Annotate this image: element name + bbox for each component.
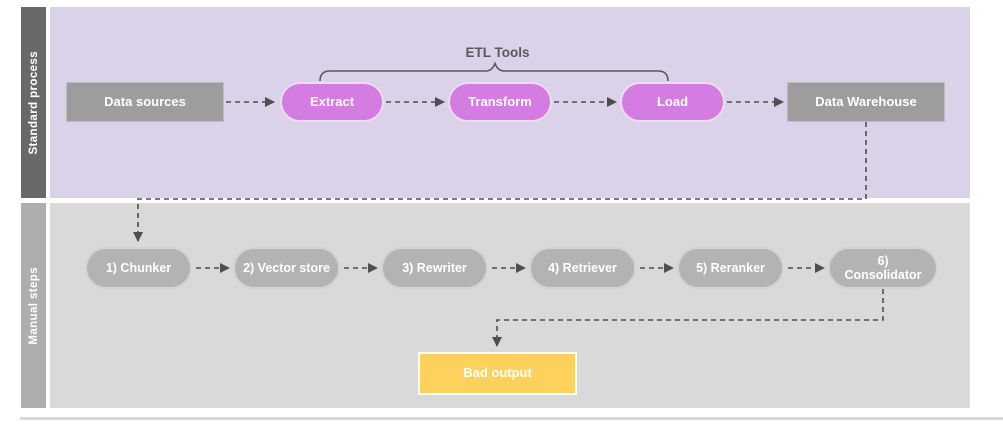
bottom-divider-line — [20, 417, 1003, 420]
node-label: 6) Consolidator — [844, 253, 922, 282]
node-label: 4) Retriever — [548, 260, 617, 275]
node-load: Load — [620, 82, 725, 122]
node-extract: Extract — [280, 82, 384, 122]
node-retriever: 4) Retriever — [529, 247, 636, 289]
node-transform: Transform — [448, 82, 552, 122]
node-reranker: 5) Reranker — [677, 247, 784, 289]
lane-label-text: Standard process — [27, 50, 40, 155]
node-label: 5) Reranker — [696, 260, 765, 275]
lane-label-text: Manual steps — [27, 266, 40, 345]
lane-label-manual-steps: Manual steps — [21, 203, 46, 408]
node-rewriter: 3) Rewriter — [381, 247, 488, 289]
node-vector-store: 2) Vector store — [233, 247, 340, 289]
node-label: Transform — [468, 93, 532, 109]
node-label: Bad output — [463, 365, 532, 381]
node-data-sources: Data sources — [66, 82, 224, 122]
node-label: Load — [656, 93, 689, 109]
node-label: 1) Chunker — [105, 260, 172, 275]
node-chunker: 1) Chunker — [85, 247, 192, 289]
node-consolidator: 6) Consolidator — [828, 247, 938, 289]
node-label: Data Warehouse — [815, 93, 917, 109]
node-label: Data sources — [104, 93, 186, 109]
etl-tools-label: ETL Tools — [465, 45, 530, 60]
node-label: 2) Vector store — [243, 260, 330, 275]
node-data-warehouse: Data Warehouse — [787, 82, 945, 122]
node-label: 3) Rewriter — [402, 260, 467, 275]
node-label: Extract — [309, 93, 355, 109]
node-bad-output: Bad output — [418, 352, 577, 395]
lane-label-standard-process: Standard process — [21, 7, 46, 198]
